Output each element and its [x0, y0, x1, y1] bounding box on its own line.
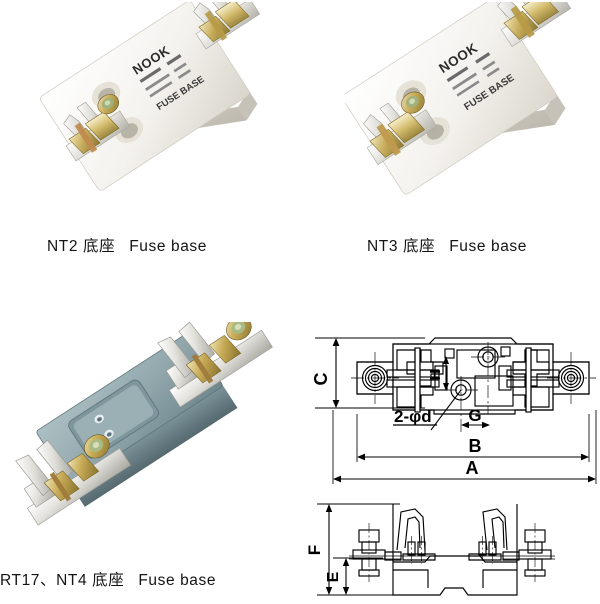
caption-nt2-cn: NT2 底座: [47, 238, 116, 255]
product-photo-nt2: NOOK FUSE BASE: [34, 2, 302, 224]
dim-label-A: A: [466, 458, 479, 478]
caption-rt17-en: Fuse base: [138, 572, 217, 589]
dim-label-E: E: [325, 571, 342, 582]
dim-label-B: B: [469, 436, 482, 456]
dim-label-F: F: [305, 545, 324, 555]
caption-nt3: NT3 底座 Fuse base: [367, 234, 527, 256]
dim-label-C: C: [311, 373, 331, 386]
caption-rt17-nt4: RT17、NT4 底座 Fuse base: [0, 568, 216, 590]
caption-nt3-en: Fuse base: [449, 238, 527, 255]
product-photo-nt3: NOOK FUSE BASE: [345, 2, 600, 224]
caption-nt2-en: Fuse base: [129, 238, 207, 255]
top-view-drawing: C H 2-φd G B A: [305, 322, 600, 492]
product-photo-rt17-nt4: [8, 322, 304, 567]
caption-nt3-cn: NT3 底座: [367, 238, 436, 255]
side-view-drawing: F E: [305, 492, 600, 604]
dim-label-H: H: [427, 370, 444, 381]
hole-callout-2phid: 2-φd: [394, 407, 432, 426]
caption-nt2: NT2 底座 Fuse base: [47, 234, 207, 256]
caption-rt17-cn: RT17、NT4 底座: [0, 572, 125, 589]
dim-label-G: G: [468, 406, 481, 425]
